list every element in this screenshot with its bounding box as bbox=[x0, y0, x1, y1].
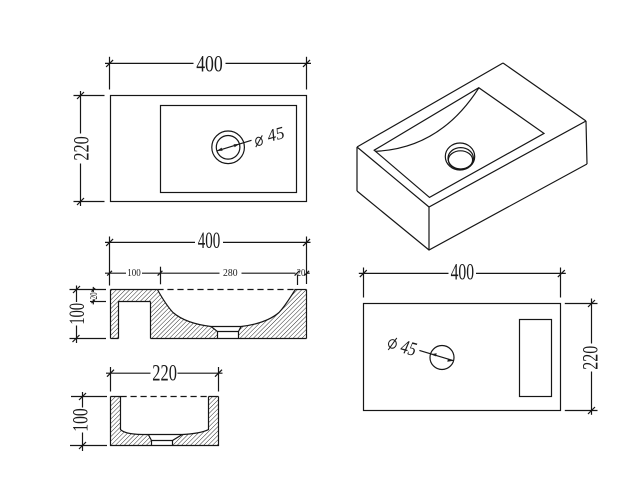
svg-text:100: 100 bbox=[127, 267, 141, 279]
svg-text:400: 400 bbox=[451, 259, 474, 285]
svg-text:20: 20 bbox=[88, 292, 100, 299]
svg-text:220: 220 bbox=[68, 136, 93, 161]
svg-text:400: 400 bbox=[198, 228, 221, 254]
svg-text:100: 100 bbox=[64, 303, 89, 325]
svg-text:220: 220 bbox=[578, 346, 603, 370]
svg-text:280: 280 bbox=[223, 267, 238, 279]
svg-text:20: 20 bbox=[297, 267, 306, 279]
svg-text:220: 220 bbox=[152, 361, 177, 387]
svg-text:45: 45 bbox=[398, 337, 419, 361]
svg-text:45: 45 bbox=[265, 122, 287, 146]
svg-text:400: 400 bbox=[196, 52, 223, 78]
svg-text:100: 100 bbox=[68, 408, 93, 431]
